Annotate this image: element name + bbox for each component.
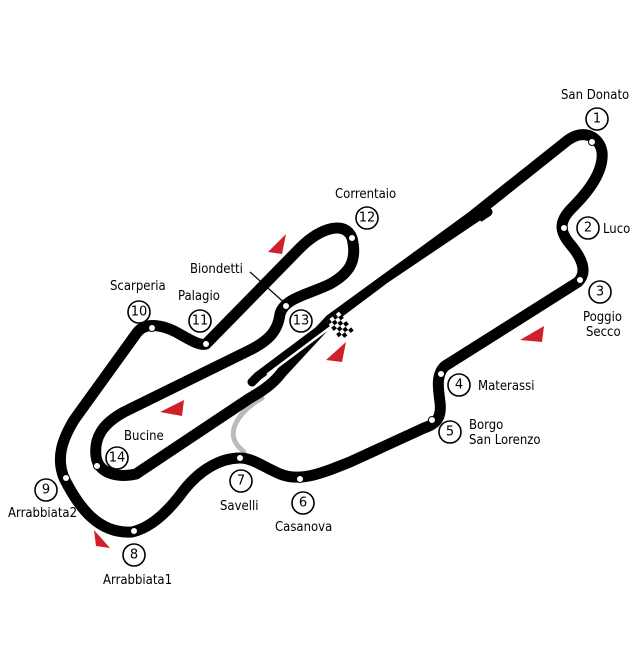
corner-name-san-donato: San Donato [561,88,629,103]
corner-number: 12 [359,211,376,226]
pit-lane [230,395,265,455]
track-separator [266,220,482,376]
corner-apex-11 [202,340,210,348]
back-straight [247,207,493,387]
corner-name-biondetti: Biondetti [190,262,243,277]
corner-name-borgo: Borgo [469,418,503,433]
corner-name-savelli: Savelli [220,499,258,514]
corner-number: 8 [130,548,138,563]
corner-name-scarperia: Scarperia [110,279,166,294]
corner-name-correntaio: Correntaio [335,187,396,202]
corner-marker-3: 3 [588,280,612,304]
corner-number: 4 [455,378,463,393]
corner-apex-4 [437,370,445,378]
corner-number: 6 [299,496,307,511]
corner-name-arrabbiata1: Arrabbiata1 [103,573,172,588]
corner-marker-1: 1 [585,107,609,131]
corner-name-secco: Secco [586,325,621,340]
corner-apex-3 [576,276,584,284]
corner-number: 3 [596,285,604,300]
corner-number: 14 [109,451,126,466]
corner-apex-6 [296,475,304,483]
corner-marker-6: 6 [291,491,315,515]
corner-number: 2 [584,221,592,236]
corner-marker-9: 9 [34,478,58,502]
corner-name-materassi: Materassi [478,379,534,394]
corner-number: 11 [192,314,209,329]
corner-number: 9 [42,483,50,498]
corner-name-casanova: Casanova [275,520,332,535]
corner-number: 5 [446,425,454,440]
direction-arrow [160,400,184,416]
corner-apex-8 [130,527,138,535]
corner-apex-13 [282,302,290,310]
corner-name-palagio: Palagio [178,289,220,304]
corner-apex-7 [236,454,244,462]
corner-apex-5 [428,416,436,424]
corner-number: 7 [237,474,245,489]
corner-name-arrabbiata2: Arrabbiata2 [8,506,77,521]
direction-arrow [268,234,286,254]
corner-marker-2: 2 [576,216,600,240]
track [54,129,608,538]
biondetti-leader-line [249,271,289,307]
corner-apex-2 [560,224,568,232]
corner-marker-10: 10 [127,300,151,324]
corner-marker-4: 4 [447,373,471,397]
corner-apex-10 [148,324,156,332]
corner-apex-12 [348,234,356,242]
corner-number: 13 [293,314,310,329]
corner-apex-14 [93,462,101,470]
corner-name-luco: Luco [603,222,630,237]
corner-marker-12: 12 [355,206,379,230]
corner-marker-13: 13 [289,309,313,333]
direction-arrow [520,326,544,342]
corner-number: 1 [593,112,601,127]
corner-marker-8: 8 [122,543,146,567]
corner-name-poggio: Poggio [583,310,622,325]
direction-arrow [326,342,346,362]
corner-marker-11: 11 [188,309,212,333]
corner-marker-5: 5 [438,420,462,444]
corner-marker-14: 14 [105,446,129,470]
finish-line-flag [326,311,354,341]
corner-name-san-lorenzo: San Lorenzo [469,433,541,448]
corner-apex-9 [62,474,70,482]
direction-arrow [94,530,110,548]
corner-marker-7: 7 [229,469,253,493]
corner-name-bucine: Bucine [124,429,164,444]
corner-number: 10 [131,305,148,320]
corner-apex-1 [588,138,596,146]
